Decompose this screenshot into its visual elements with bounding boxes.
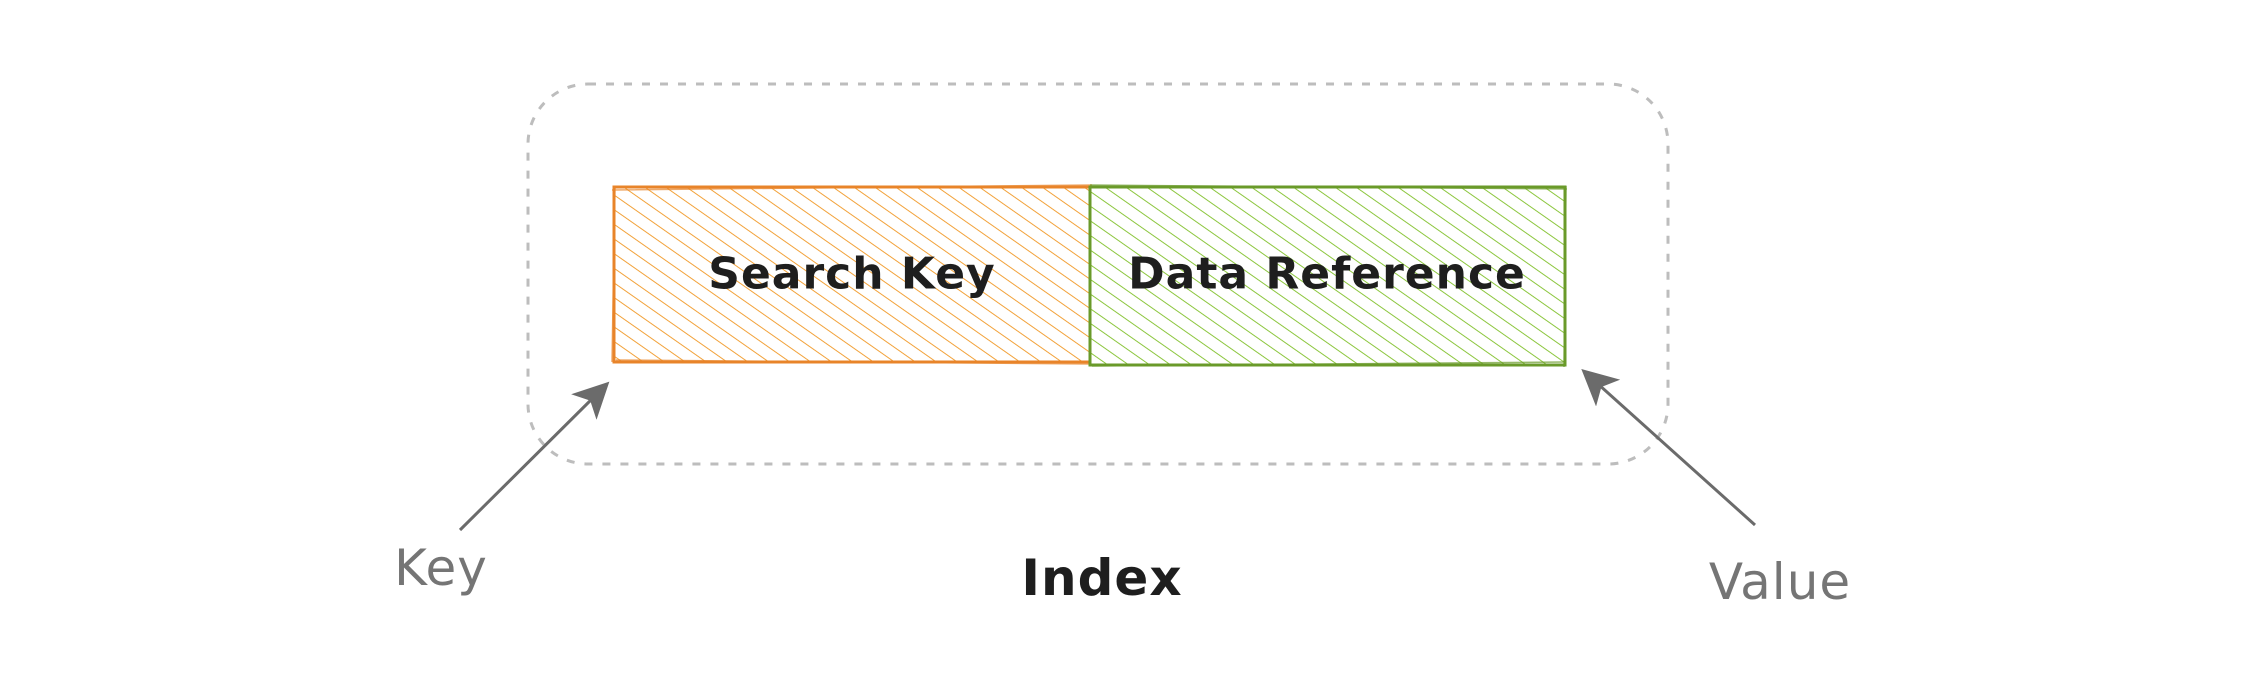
key-arrow <box>458 381 610 532</box>
value-annotation-label: Value <box>1708 553 1852 611</box>
key-annotation-label: Key <box>394 539 488 597</box>
search-key-label: Search Key <box>708 248 996 300</box>
index-container <box>526 82 1670 466</box>
search-key-cell <box>611 184 1093 365</box>
value-arrow <box>1581 368 1757 527</box>
index-title: Index <box>1021 549 1183 607</box>
data-reference-cell <box>1088 184 1568 368</box>
data-reference-label: Data Reference <box>1128 248 1526 300</box>
